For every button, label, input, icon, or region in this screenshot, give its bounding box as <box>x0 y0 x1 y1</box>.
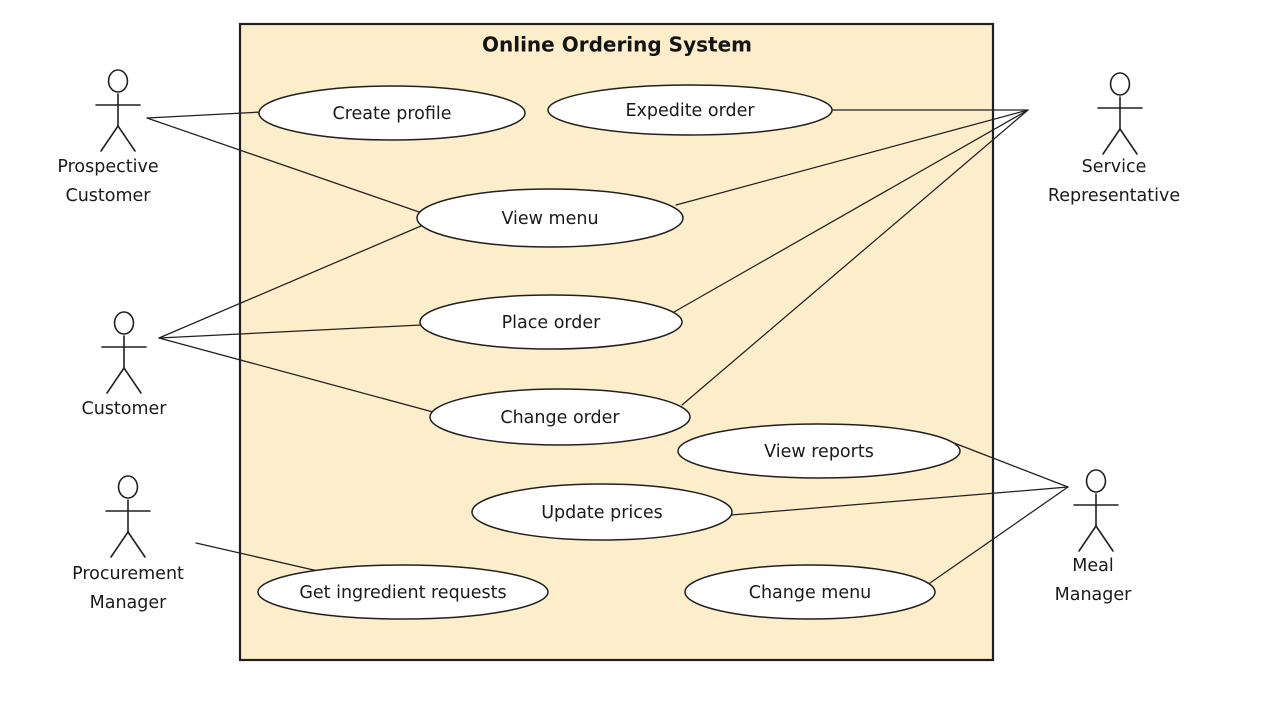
use-case-label-view-reports: View reports <box>764 442 874 462</box>
use-case-update-prices[interactable]: Update prices <box>471 483 733 541</box>
actor-right-leg-icon <box>123 367 142 394</box>
use-case-label-change-menu: Change menu <box>749 583 872 603</box>
system-title: Online Ordering System <box>482 33 752 57</box>
use-case-ellipse-expedite-order[interactable] <box>547 84 833 136</box>
use-case-ellipse-create-profile[interactable] <box>258 85 526 141</box>
use-case-ellipse-change-menu[interactable] <box>684 564 936 620</box>
association-line-meal-manager--change-menu[interactable] <box>929 486 1069 584</box>
association-line-service-rep--view-menu[interactable] <box>675 109 1029 206</box>
use-case-create-profile[interactable]: Create profile <box>258 85 526 141</box>
use-case-expedite-order[interactable]: Expedite order <box>547 84 833 136</box>
actor-left-leg-icon <box>1078 525 1097 552</box>
use-case-label-expedite-order: Expedite order <box>625 101 755 121</box>
use-case-ellipse-view-reports[interactable] <box>677 423 961 479</box>
association-line-service-rep--change-order[interactable] <box>681 109 1029 406</box>
association-line-prospective-customer--view-menu[interactable] <box>146 117 423 214</box>
actors-layer: ProspectiveCustomerCustomerProcurementMa… <box>57 69 1180 613</box>
use-case-place-order[interactable]: Place order <box>419 294 683 350</box>
actor-customer[interactable]: Customer <box>81 311 167 419</box>
use-case-ellipse-change-order[interactable] <box>429 388 691 446</box>
use-case-view-reports[interactable]: View reports <box>677 423 961 479</box>
actor-label-customer: Customer <box>81 399 167 419</box>
actor-label-prospective-customer: Prospective <box>57 157 158 177</box>
actor-right-leg-icon <box>127 531 146 558</box>
association-line-meal-manager--view-reports[interactable] <box>953 442 1069 488</box>
use-case-change-menu[interactable]: Change menu <box>684 564 936 620</box>
actor-head-icon <box>1085 469 1107 493</box>
actor-head-icon <box>113 311 135 335</box>
association-line-procurement-manager--get-ingredient[interactable] <box>195 542 319 572</box>
actor-head-icon <box>117 475 139 499</box>
actor-label-line2-procurement-manager: Manager <box>90 593 168 613</box>
actor-left-leg-icon <box>110 531 129 558</box>
actor-left-leg-icon <box>1102 128 1121 155</box>
use-case-label-place-order: Place order <box>502 313 602 333</box>
actor-head-icon <box>107 69 129 93</box>
use-case-ellipse-view-menu[interactable] <box>416 188 684 248</box>
actor-label-line2-meal-manager: Manager <box>1055 585 1133 605</box>
actor-label-line2-prospective-customer: Customer <box>65 186 151 206</box>
use-case-view-menu[interactable]: View menu <box>416 188 684 248</box>
actor-label-service-representative: Service <box>1082 157 1147 177</box>
actor-left-leg-icon <box>100 125 119 152</box>
use-case-label-create-profile: Create profile <box>333 104 452 124</box>
use-case-ellipse-place-order[interactable] <box>419 294 683 350</box>
use-case-label-get-ingredient-requests: Get ingredient requests <box>299 583 506 603</box>
association-line-customer--change-order[interactable] <box>158 337 434 413</box>
use-case-get-ingredient-requests[interactable]: Get ingredient requests <box>257 564 549 620</box>
use-case-ellipse-get-ingredient-requests[interactable] <box>257 564 549 620</box>
actor-right-leg-icon <box>1119 128 1138 155</box>
association-line-prospective-customer--create-profile[interactable] <box>146 111 262 119</box>
actor-label-procurement-manager: Procurement <box>72 564 184 584</box>
association-line-meal-manager--update-prices[interactable] <box>730 486 1069 516</box>
use-case-label-change-order: Change order <box>500 408 620 428</box>
use-case-ellipse-update-prices[interactable] <box>471 483 733 541</box>
actor-head-icon <box>1109 72 1131 96</box>
association-line-customer--view-menu[interactable] <box>158 225 422 339</box>
actor-left-leg-icon <box>106 367 125 394</box>
actor-right-leg-icon <box>1095 525 1114 552</box>
association-line-customer--place-order[interactable] <box>158 324 422 339</box>
use-case-label-view-menu: View menu <box>501 209 598 229</box>
use-case-label-update-prices: Update prices <box>541 503 663 523</box>
actor-right-leg-icon <box>117 125 136 152</box>
association-line-service-rep--place-order[interactable] <box>673 109 1029 313</box>
actor-label-meal-manager: Meal <box>1072 556 1113 576</box>
use-case-change-order[interactable]: Change order <box>429 388 691 446</box>
actor-label-line2-service-representative: Representative <box>1048 186 1180 206</box>
associations-layer <box>146 109 1069 584</box>
